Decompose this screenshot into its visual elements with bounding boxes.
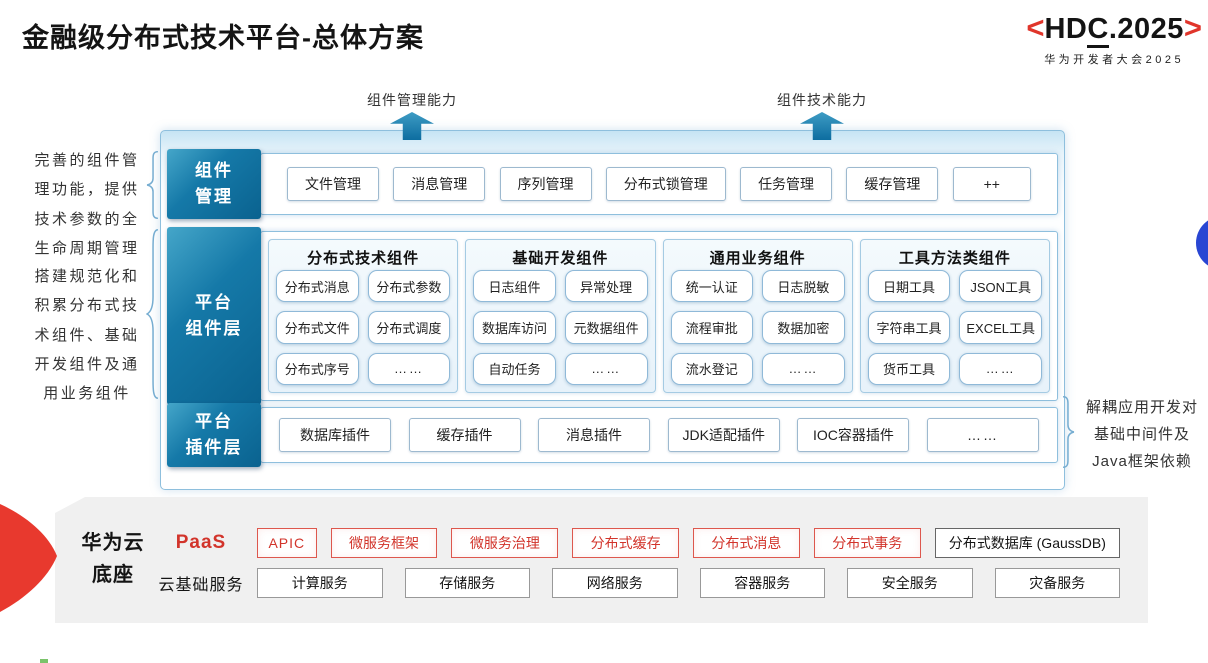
logo-text-prefix: HD <box>1044 13 1088 45</box>
logo-text-suffix: .2025 <box>1108 13 1184 45</box>
mgmt-item: 缓存管理 <box>846 167 939 201</box>
platform-container: 组件 管理 文件管理 消息管理 序列管理 分布式锁管理 任务管理 缓存管理 ++… <box>160 130 1065 490</box>
group-item: 元数据组件 <box>564 311 648 344</box>
cloud-base-item: 灾备服务 <box>994 568 1120 598</box>
group-title: 通用业务组件 <box>709 249 806 267</box>
up-arrow-icon <box>800 112 844 140</box>
plugin-item: JDK适配插件 <box>667 418 780 452</box>
cloud-base-row: 云基础服务 计算服务 存储服务 网络服务 容器服务 安全服务 灾备服务 <box>155 567 1120 599</box>
group-item: 流程审批 <box>670 311 754 344</box>
group-item-more: …… <box>564 352 648 385</box>
layer-platform-components: 平台 组件层 分布式技术组件 分布式消息 分布式参数 分布式文件 分布式调度 分… <box>167 227 1058 405</box>
logo-text-underlined: C <box>1087 14 1109 49</box>
capability-management: 组件管理能力 <box>352 90 472 140</box>
group-item: 数据库访问 <box>473 311 556 344</box>
cloud-base-item: 安全服务 <box>847 568 973 598</box>
foundation-label: 华为云 底座 <box>81 532 145 586</box>
group-item: 货币工具 <box>867 352 951 385</box>
logo-subtitle: 华为开发者大会2025 <box>1044 54 1185 67</box>
up-arrow-icon <box>390 112 434 140</box>
huawei-cloud-foundation: 华为云 底座 PaaS APIC 微服务框架 微服务治理 分布式缓存 分布式消息… <box>55 497 1148 623</box>
plugin-item: 缓存插件 <box>408 418 521 452</box>
group-item-more: …… <box>367 352 451 385</box>
group-item: JSON工具 <box>959 270 1042 303</box>
group-title: 基础开发组件 <box>512 249 609 267</box>
layer-platform-plugins: 平台 插件层 数据库插件 缓存插件 消息插件 JDK适配插件 IOC容器插件 …… <box>167 403 1058 467</box>
page-title: 金融级分布式技术平台-总体方案 <box>22 23 424 53</box>
paas-item: APIC <box>257 528 317 558</box>
annotation-right: 解耦应用开发对 基础中间件及 Java框架依赖 <box>1085 399 1198 470</box>
paas-item-gaussdb: 分布式数据库 (GaussDB) <box>934 528 1121 558</box>
layer-component-management: 组件 管理 文件管理 消息管理 序列管理 分布式锁管理 任务管理 缓存管理 ++ <box>167 149 1058 219</box>
cloud-base-item: 网络服务 <box>552 568 678 598</box>
paas-item: 微服务框架 <box>330 528 438 558</box>
mgmt-item: 消息管理 <box>393 167 486 201</box>
group-title: 分布式技术组件 <box>307 249 420 267</box>
layer-label-platform-plugins: 平台 插件层 <box>167 403 261 467</box>
group-item-more: …… <box>959 352 1042 385</box>
left-brace-components <box>146 228 159 400</box>
group-distributed-tech: 分布式技术组件 分布式消息 分布式参数 分布式文件 分布式调度 分布式序号 …… <box>268 239 459 393</box>
paas-item: 分布式消息 <box>693 528 800 558</box>
group-item: 日志脱敏 <box>762 270 845 303</box>
blue-circle-decoration <box>1196 216 1208 270</box>
cloud-base-item: 容器服务 <box>699 568 825 598</box>
group-utility: 工具方法类组件 日期工具 JSON工具 字符串工具 EXCEL工具 货币工具 …… <box>859 239 1050 393</box>
capability-management-label: 组件管理能力 <box>367 92 457 108</box>
layer-label-component-management: 组件 管理 <box>167 149 261 219</box>
annotation-left-top: 完善的组件管 理功能，提供 技术参数的全 生命周期管理 <box>34 152 140 257</box>
plugin-item: 数据库插件 <box>279 418 391 452</box>
group-item: 分布式参数 <box>367 270 451 303</box>
layer-label-platform-components: 平台 组件层 <box>167 227 261 405</box>
annotation-left-bottom: 搭建规范化和 积累分布式技 术组件、基础 开发组件及通 用业务组件 <box>34 268 140 402</box>
group-item: 数据加密 <box>762 311 845 344</box>
plugin-item-more: …… <box>926 418 1039 452</box>
group-item: 日志组件 <box>473 270 556 303</box>
logo-fragment <box>40 659 48 663</box>
group-item: 自动任务 <box>473 352 556 385</box>
group-item: 日期工具 <box>867 270 951 303</box>
mgmt-item: 文件管理 <box>287 167 379 201</box>
group-item: 分布式序号 <box>276 352 359 385</box>
capability-technology: 组件技术能力 <box>762 90 882 140</box>
group-item: 分布式调度 <box>367 311 451 344</box>
cloud-base-item: 存储服务 <box>404 568 530 598</box>
cloud-base-label: 云基础服务 <box>158 577 244 594</box>
group-item: 流水登记 <box>670 352 754 385</box>
paas-item: 微服务治理 <box>451 528 559 558</box>
plugin-item: IOC容器插件 <box>797 418 910 452</box>
group-base-dev: 基础开发组件 日志组件 异常处理 数据库访问 元数据组件 自动任务 …… <box>465 239 656 393</box>
plugin-item: 消息插件 <box>538 418 650 452</box>
group-item: 字符串工具 <box>867 311 951 344</box>
mgmt-item: 分布式锁管理 <box>605 167 726 201</box>
cloud-base-item: 计算服务 <box>257 568 383 598</box>
paas-item: 分布式缓存 <box>572 528 680 558</box>
paas-item: 分布式事务 <box>813 528 921 558</box>
group-item: 异常处理 <box>564 270 648 303</box>
mgmt-item: 序列管理 <box>499 167 592 201</box>
red-wedge-icon <box>0 502 60 614</box>
paas-row: PaaS APIC 微服务框架 微服务治理 分布式缓存 分布式消息 分布式事务 … <box>155 527 1121 559</box>
right-brace-plugins <box>1062 396 1075 468</box>
paas-label: PaaS <box>175 532 227 553</box>
group-item-more: …… <box>762 352 845 385</box>
logo-right-bracket: > <box>1183 10 1202 45</box>
group-common-business: 通用业务组件 统一认证 日志脱敏 流程审批 数据加密 流水登记 …… <box>662 239 853 393</box>
group-item: 统一认证 <box>670 270 754 303</box>
logo-left-bracket: < <box>1026 10 1045 45</box>
mgmt-item-more: ++ <box>952 167 1031 201</box>
left-brace-management <box>146 151 159 219</box>
capability-technology-label: 组件技术能力 <box>777 92 867 108</box>
group-item: 分布式消息 <box>276 270 359 303</box>
mgmt-item: 任务管理 <box>740 167 833 201</box>
group-item: EXCEL工具 <box>959 311 1042 344</box>
group-item: 分布式文件 <box>276 311 359 344</box>
group-title: 工具方法类组件 <box>898 249 1011 267</box>
